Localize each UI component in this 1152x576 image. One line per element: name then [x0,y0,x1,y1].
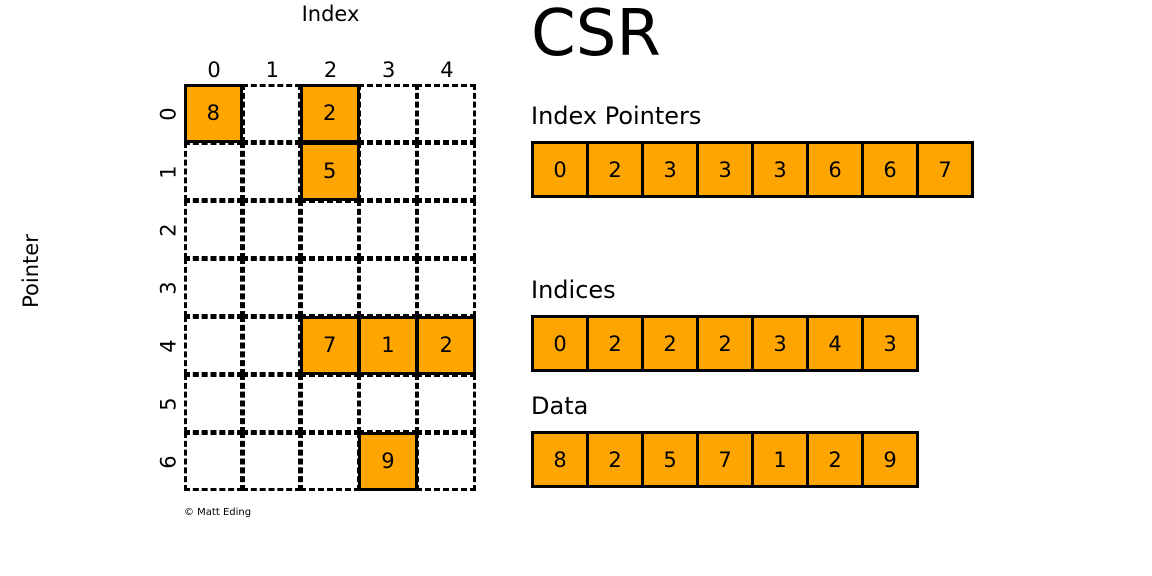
matrix-cell-filled-r4-c4: 2 [416,315,476,375]
index-pointer-cell-4: 3 [751,141,809,198]
matrix-cell-empty-r1-c1 [241,141,302,201]
matrix-cell-filled-r6-c3: 9 [358,431,418,491]
column-label-4: 4 [440,58,454,82]
data-cell-5: 2 [806,431,864,488]
matrix-cell-empty-r3-c1 [241,257,302,317]
column-label-2: 2 [323,58,338,82]
index-pointer-cell-6: 6 [861,141,919,198]
row-label-6: 6 [155,433,183,491]
matrix-cell-filled-r1-c2: 5 [299,141,360,201]
data-cell-4: 1 [751,431,809,488]
data-cell-6: 9 [861,431,919,488]
matrix-cell-empty-r6-c2 [299,431,360,491]
indices-cell-3: 2 [696,315,754,372]
matrix-cell-empty-r1-c0 [183,141,244,201]
matrix-x-axis-title: Index [301,2,360,26]
index-pointer-cell-2: 3 [641,141,699,198]
indices-cell-1: 2 [586,315,644,372]
row-label-2-text: 2 [157,223,181,237]
matrix-cell-filled-r0-c2: 2 [299,83,360,143]
index-pointer-cell-3: 3 [696,141,754,198]
indices-label: Indices [531,276,616,304]
row-label-4-text: 4 [157,339,181,353]
matrix-cell-empty-r4-c0 [183,315,244,375]
matrix-cell-filled-r0-c0: 8 [183,83,244,143]
row-label-4: 4 [155,317,183,375]
indices-cell-4: 3 [751,315,809,372]
index-pointer-cell-5: 6 [806,141,864,198]
matrix-cell-empty-r6-c4 [416,431,476,491]
row-label-2: 2 [155,201,183,259]
matrix-cell-empty-r5-c2 [299,373,360,433]
matrix-cell-empty-r3-c3 [358,257,418,317]
column-label-1: 1 [265,58,279,82]
row-label-1-text: 1 [157,165,181,179]
matrix-cell-empty-r3-c2 [299,257,360,317]
column-label-3: 3 [382,58,396,82]
matrix-cell-empty-r3-c4 [416,257,476,317]
data-cell-0: 8 [531,431,589,488]
matrix-cell-empty-r0-c3 [358,83,418,143]
matrix-cell-empty-r5-c4 [416,373,476,433]
matrix-cell-empty-r2-c3 [358,199,418,259]
data-cell-2: 5 [641,431,699,488]
indices-cell-0: 0 [531,315,589,372]
row-label-0-text: 0 [157,107,181,121]
row-label-3: 3 [155,259,183,317]
indices-cell-6: 3 [861,315,919,372]
matrix-column-labels: 0 1 2 3 4 [185,56,476,84]
matrix-cell-empty-r6-c0 [183,431,244,491]
matrix-cell-empty-r0-c4 [416,83,476,143]
matrix-cell-empty-r1-c3 [358,141,418,201]
row-label-0: 0 [155,85,183,143]
matrix-row-labels: 0 1 2 3 4 5 6 [155,85,183,491]
matrix-cell-empty-r3-c0 [183,257,244,317]
data-cell-3: 7 [696,431,754,488]
matrix-y-axis-title: Pointer [19,234,43,308]
indices-cell-5: 4 [806,315,864,372]
matrix-cell-empty-r2-c4 [416,199,476,259]
matrix-cell-empty-r2-c0 [183,199,244,259]
matrix-cell-empty-r2-c1 [241,199,302,259]
page-title: CSR [531,0,661,71]
index-pointers-label: Index Pointers [531,102,702,130]
matrix-cell-empty-r5-c1 [241,373,302,433]
row-label-5-text: 5 [157,397,181,411]
credit-text: © Matt Eding [184,507,252,518]
matrix-cell-empty-r4-c1 [241,315,302,375]
matrix-cell-empty-r2-c2 [299,199,360,259]
row-label-3-text: 3 [157,281,181,295]
index-pointer-cell-1: 2 [586,141,644,198]
column-label-0: 0 [207,58,221,82]
matrix-cell-empty-r1-c4 [416,141,476,201]
matrix-cell-empty-r0-c1 [241,83,302,143]
index-pointer-cell-0: 0 [531,141,589,198]
matrix-cell-empty-r5-c3 [358,373,418,433]
row-label-6-text: 6 [157,455,181,469]
data-label: Data [531,392,589,420]
index-pointer-cell-7: 7 [916,141,974,198]
data-cell-1: 2 [586,431,644,488]
matrix-cell-empty-r5-c0 [183,373,244,433]
row-label-5: 5 [155,375,183,433]
matrix-cell-empty-r6-c1 [241,431,302,491]
matrix-cell-filled-r4-c2: 7 [299,315,360,375]
row-label-1: 1 [155,143,183,201]
matrix-cell-filled-r4-c3: 1 [358,315,418,375]
indices-cell-2: 2 [641,315,699,372]
